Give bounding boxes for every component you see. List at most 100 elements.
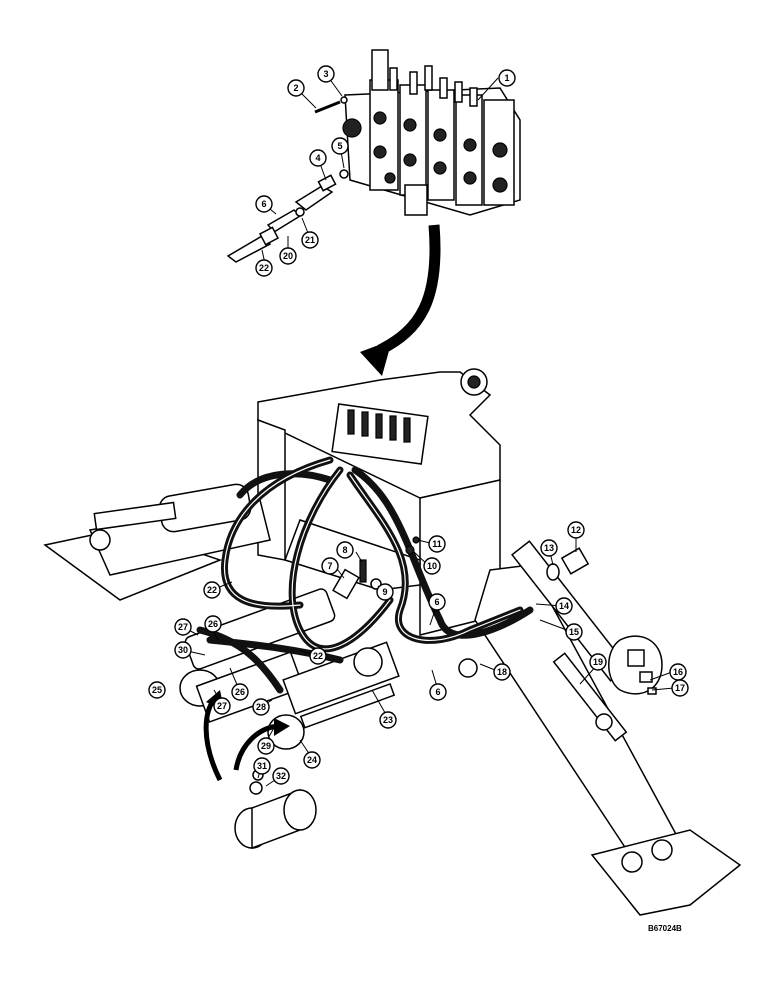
callout-label: 6 [261, 199, 266, 209]
callout-label: 18 [497, 667, 507, 677]
callout-label: 6 [434, 597, 439, 607]
callout-label: 31 [257, 761, 267, 771]
callout-label: 8 [342, 545, 347, 555]
callout-label: 4 [315, 153, 320, 163]
callout-circle [331, 137, 349, 155]
small-fittings [332, 536, 663, 731]
callout-24: 24 [303, 751, 321, 769]
callout-label: 15 [569, 627, 579, 637]
callout-label: 28 [256, 702, 266, 712]
callout-circle [148, 681, 166, 699]
callout-18: 18 [493, 663, 511, 681]
callout-25: 25 [148, 681, 166, 699]
callout-circle [671, 679, 689, 697]
callout-2: 2 [287, 79, 305, 97]
callout-label: 12 [571, 525, 581, 535]
callout-circle [287, 79, 305, 97]
callout-label: 5 [337, 141, 342, 151]
callout-circle [555, 597, 573, 615]
callout-circle [379, 711, 397, 729]
callout-label: 23 [383, 715, 393, 725]
callout-circle [321, 557, 339, 575]
callout-circle [203, 581, 221, 599]
callout-27: 27 [174, 618, 192, 636]
callout-circle [428, 535, 446, 553]
callout-label: 1 [504, 73, 509, 83]
callout-4: 4 [309, 149, 327, 167]
callout-6: 6 [429, 683, 447, 701]
callout-1: 1 [498, 69, 516, 87]
callout-31: 31 [253, 757, 271, 775]
callout-circle [303, 751, 321, 769]
callout-5: 5 [331, 137, 349, 155]
callout-6: 6 [428, 593, 446, 611]
callout-label: 26 [235, 687, 245, 697]
callout-circle [567, 521, 585, 539]
callout-label: 19 [593, 657, 603, 667]
callout-16: 16 [669, 663, 687, 681]
callout-layer: 1234562021227891011121314156618191617222… [148, 65, 689, 785]
callout-circle [272, 767, 290, 785]
callout-12: 12 [567, 521, 585, 539]
callout-label: 25 [152, 685, 162, 695]
callout-9: 9 [376, 583, 394, 601]
callout-circle [213, 697, 231, 715]
callout-circle [540, 539, 558, 557]
callout-circle [257, 737, 275, 755]
callout-28: 28 [252, 698, 270, 716]
callout-label: 7 [327, 561, 332, 571]
callout-label: 10 [427, 561, 437, 571]
callout-circle [255, 195, 273, 213]
callout-26: 26 [204, 615, 222, 633]
callout-32: 32 [272, 767, 290, 785]
callout-14: 14 [555, 597, 573, 615]
callout-27: 27 [213, 697, 231, 715]
callout-circle [493, 663, 511, 681]
callout-label: 11 [432, 539, 442, 549]
callout-3: 3 [317, 65, 335, 83]
callout-circle [279, 247, 297, 265]
callout-21: 21 [301, 231, 319, 249]
callout-circle [423, 557, 441, 575]
callout-circle [428, 593, 446, 611]
callout-23: 23 [379, 711, 397, 729]
callout-circle [204, 615, 222, 633]
callout-label: 26 [208, 619, 218, 629]
callout-circle [309, 149, 327, 167]
callout-circle [174, 618, 192, 636]
callout-15: 15 [565, 623, 583, 641]
callout-7: 7 [321, 557, 339, 575]
callout-circle [429, 683, 447, 701]
callout-20: 20 [279, 247, 297, 265]
callout-label: 6 [435, 687, 440, 697]
callout-29: 29 [257, 737, 275, 755]
callout-circle [301, 231, 319, 249]
callout-circle [253, 757, 271, 775]
callout-circle [174, 641, 192, 659]
callout-label: 22 [259, 263, 269, 273]
callout-26: 26 [231, 683, 249, 701]
callout-22: 22 [203, 581, 221, 599]
callout-label: 16 [673, 667, 683, 677]
callout-label: 29 [261, 741, 271, 751]
callout-circle [565, 623, 583, 641]
callout-label: 3 [323, 69, 328, 79]
callout-30: 30 [174, 641, 192, 659]
callout-circle [252, 698, 270, 716]
callout-19: 19 [589, 653, 607, 671]
callout-10: 10 [423, 557, 441, 575]
callout-8: 8 [336, 541, 354, 559]
callout-label: 20 [283, 251, 293, 261]
callout-label: 22 [207, 585, 217, 595]
callout-22: 22 [309, 647, 327, 665]
callout-circle [376, 583, 394, 601]
callout-label: 14 [559, 601, 569, 611]
callout-label: 17 [675, 683, 685, 693]
callout-11: 11 [428, 535, 446, 553]
callout-label: 30 [178, 645, 188, 655]
callout-label: 27 [217, 701, 227, 711]
callout-label: 24 [307, 755, 317, 765]
callout-label: 2 [293, 83, 298, 93]
callout-label: 27 [178, 622, 188, 632]
